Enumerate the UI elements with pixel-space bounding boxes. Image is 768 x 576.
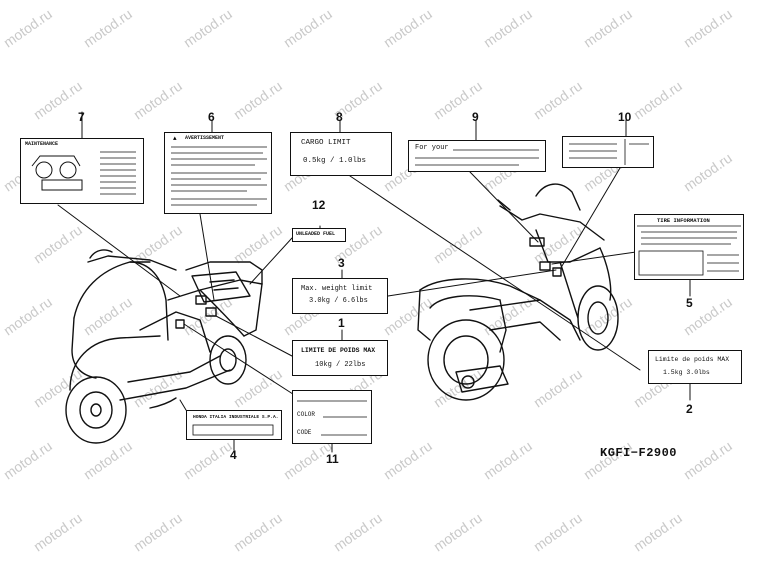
label-1-limite-de-poids-max: LIMITE DE POIDS MAX 10kg / 22lbs bbox=[292, 340, 388, 376]
limite-poids-title: Limite de poids MAX bbox=[655, 356, 730, 363]
label-8-cargo-limit: CARGO LIMIT 0.5kg / 1.0lbs bbox=[290, 132, 392, 176]
leader-lines bbox=[57, 111, 691, 453]
callout-9: 9 bbox=[472, 110, 479, 124]
label-2-limite-de-poids: Limite de poids MAX 1.5kg 3.0lbs bbox=[648, 350, 742, 384]
callout-1: 1 bbox=[338, 316, 345, 330]
color-text: COLOR bbox=[297, 411, 316, 418]
callout-12: 12 bbox=[312, 198, 326, 212]
for-your-text-lines bbox=[415, 149, 539, 166]
honda-italia-text: HONDA ITALIA INDUSTRIALE S.P.A. bbox=[193, 415, 279, 420]
label-5-tire-information: TIRE INFORMATION bbox=[634, 214, 744, 280]
right-scooter-outline bbox=[417, 183, 619, 401]
callout-8: 8 bbox=[336, 110, 343, 124]
callout-7: 7 bbox=[78, 110, 85, 124]
callout-6: 6 bbox=[208, 110, 215, 124]
callout-11: 11 bbox=[326, 452, 339, 466]
max-weight-value: 3.0kg / 6.6lbs bbox=[309, 297, 368, 305]
max-weight-title: Max. weight limit bbox=[301, 285, 373, 293]
tire-information-title: TIRE INFORMATION bbox=[657, 217, 710, 224]
color-code-lines bbox=[297, 400, 367, 436]
limite-poids-value: 1.5kg 3.0lbs bbox=[663, 369, 710, 376]
cargo-limit-value: 0.5kg / 1.0lbs bbox=[303, 157, 367, 165]
warning-triangle-icon: ▲ bbox=[173, 135, 177, 142]
label-4-honda-italia: HONDA ITALIA INDUSTRIALE S.P.A. bbox=[186, 410, 282, 440]
label-11-color-code: COLOR CODE bbox=[292, 390, 372, 444]
callout-5: 5 bbox=[686, 296, 693, 310]
avertissement-title: AVERTISSEMENT bbox=[185, 135, 225, 141]
honda-italia-field bbox=[192, 424, 274, 436]
label-6-avertissement: ▲ AVERTISSEMENT bbox=[164, 132, 272, 214]
label-7-maintenance: MAINTENANCE bbox=[20, 138, 144, 204]
cargo-limit-title: CARGO LIMIT bbox=[301, 139, 351, 147]
callout-10: 10 bbox=[618, 110, 632, 124]
label-9-for-your: For your bbox=[408, 140, 546, 172]
limite-poids-max-title: LIMITE DE POIDS MAX bbox=[301, 347, 376, 354]
code-text: CODE bbox=[297, 429, 312, 436]
callout-2: 2 bbox=[686, 402, 693, 416]
maintenance-graphic bbox=[31, 151, 136, 195]
tire-information-grid bbox=[637, 225, 741, 276]
maintenance-text: MAINTENANCE bbox=[25, 141, 59, 147]
unleaded-text: UNLEADED FUEL bbox=[296, 231, 336, 237]
limite-poids-max-value: 10kg / 22lbs bbox=[315, 361, 366, 369]
label-12-unleaded: UNLEADED FUEL bbox=[292, 228, 346, 242]
label-10-lines bbox=[569, 139, 649, 165]
reference-code: KGFI−F2900 bbox=[600, 446, 678, 460]
callout-3: 3 bbox=[338, 256, 345, 270]
for-your-text: For your bbox=[415, 144, 449, 152]
label-10 bbox=[562, 136, 654, 168]
callout-4: 4 bbox=[230, 448, 237, 462]
avertissement-text-lines bbox=[171, 146, 267, 206]
label-3-max-weight-limit: Max. weight limit 3.0kg / 6.6lbs bbox=[292, 278, 388, 314]
